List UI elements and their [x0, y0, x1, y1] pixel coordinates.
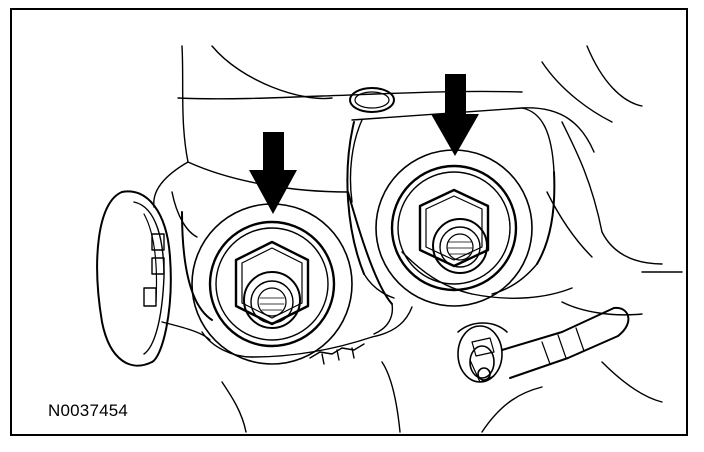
figure-id-label: N0037454: [46, 401, 131, 421]
figure-frame: N0037454: [10, 8, 688, 436]
line-drawing: [96, 45, 683, 433]
right-nut-assembly: [375, 149, 533, 307]
arrow-down-icon: [249, 132, 297, 214]
left-nut-assembly: [191, 203, 353, 365]
housing-outline: [153, 45, 683, 433]
left-cover: [96, 190, 172, 367]
right-bracket: [346, 121, 556, 299]
sensor-connector: [457, 306, 630, 383]
arrow-down-icon: [431, 74, 479, 156]
plug-oval: [349, 87, 395, 113]
